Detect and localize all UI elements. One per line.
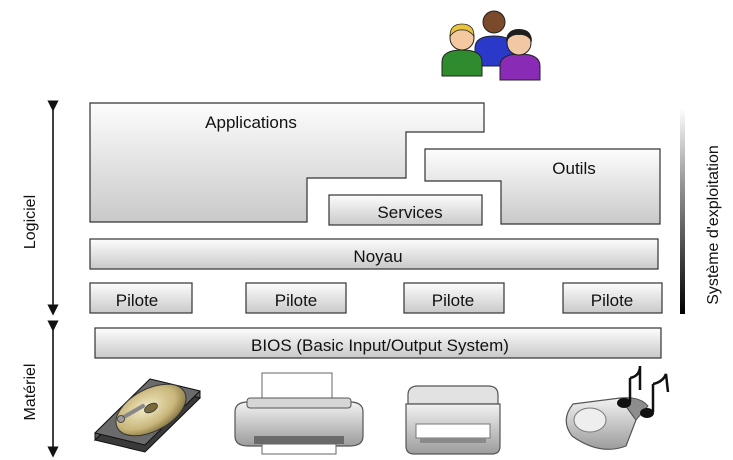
pilote-label: Pilote [591, 291, 634, 310]
services-box [328, 194, 483, 226]
noyau-label: Noyau [353, 247, 402, 266]
outils-box [424, 148, 661, 225]
materiel-label: Matériel [22, 364, 39, 421]
bios-label: BIOS (Basic Input/Output System) [251, 336, 509, 355]
speaker-music-icon [565, 365, 670, 450]
pilote-box [562, 282, 663, 314]
outils-label: Outils [552, 159, 595, 178]
hard-drive-icon [94, 378, 201, 453]
applications-label: Applications [205, 113, 297, 132]
pilote-box [403, 282, 505, 314]
printer-icon [234, 372, 364, 455]
systeme-exploitation-bar [680, 108, 685, 314]
scanner-icon [405, 385, 501, 455]
pilote-label: Pilote [275, 291, 318, 310]
pilote-box [89, 282, 193, 314]
noyau-box [89, 238, 659, 270]
users-icon [441, 10, 541, 81]
pilote-box [245, 282, 347, 314]
applications-box [89, 102, 485, 223]
pilote-label: Pilote [116, 291, 159, 310]
bios-box [94, 327, 662, 359]
systeme-exploitation-label: Système d'exploitation [705, 145, 722, 305]
services-label: Services [377, 203, 442, 222]
logiciel-label: Logiciel [22, 195, 39, 249]
pilote-label: Pilote [432, 291, 475, 310]
